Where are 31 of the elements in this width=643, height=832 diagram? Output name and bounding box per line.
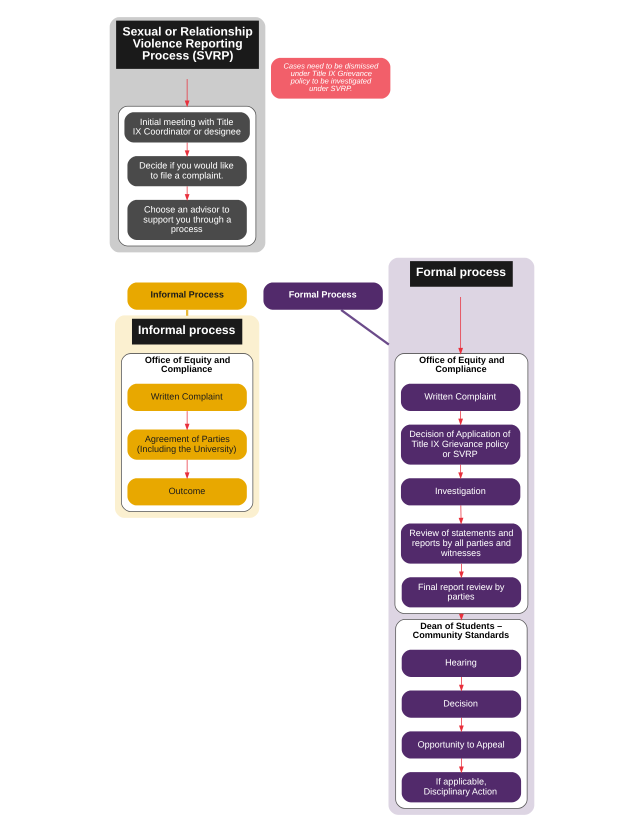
connector: [186, 310, 188, 316]
node-box: Cases need to be dismissed under Title IX Grievance policy to be investigated under SVRP.: [270, 58, 390, 99]
node-box: Written Complaint: [400, 384, 520, 411]
arrow: [458, 613, 464, 621]
node-box: Decide if you would like to file a complaint.: [126, 156, 246, 186]
node-box: Informal Process: [126, 282, 246, 310]
arrow: [458, 717, 464, 732]
node-box: Agreement of Parties (Including the University): [126, 430, 246, 460]
cluster: [118, 106, 256, 246]
node-box: Outcome: [126, 478, 246, 506]
node-box: Decision of Application of Title IX Grievance policy or SVRP: [400, 424, 520, 465]
arrow: [184, 459, 190, 480]
node-box: Formal Process: [262, 282, 382, 310]
node-box: Written Complaint: [126, 384, 246, 411]
node-box: If applicable, Disciplinary Action: [401, 772, 521, 802]
node-box: Opportunity to Appeal: [401, 731, 521, 759]
node-box: Choose an advisor to support you through a process: [126, 200, 246, 240]
arrow: [458, 758, 464, 774]
arrow: [458, 505, 463, 525]
node-box: Final report review by parties: [401, 577, 521, 608]
node-box: Review of statements and reports by all parties and witnesses: [400, 524, 522, 564]
arrow: [184, 78, 190, 108]
node-box: Initial meeting with Title IX Coordinator or designee: [124, 112, 250, 142]
arrow: [458, 676, 464, 692]
node-box: Investigation: [400, 478, 520, 506]
arrow: [458, 563, 464, 578]
arrow: [458, 296, 463, 355]
connector: [340, 309, 390, 346]
arrow: [184, 410, 190, 431]
node-box: Decision: [401, 690, 521, 718]
node-box: Hearing: [401, 650, 521, 677]
